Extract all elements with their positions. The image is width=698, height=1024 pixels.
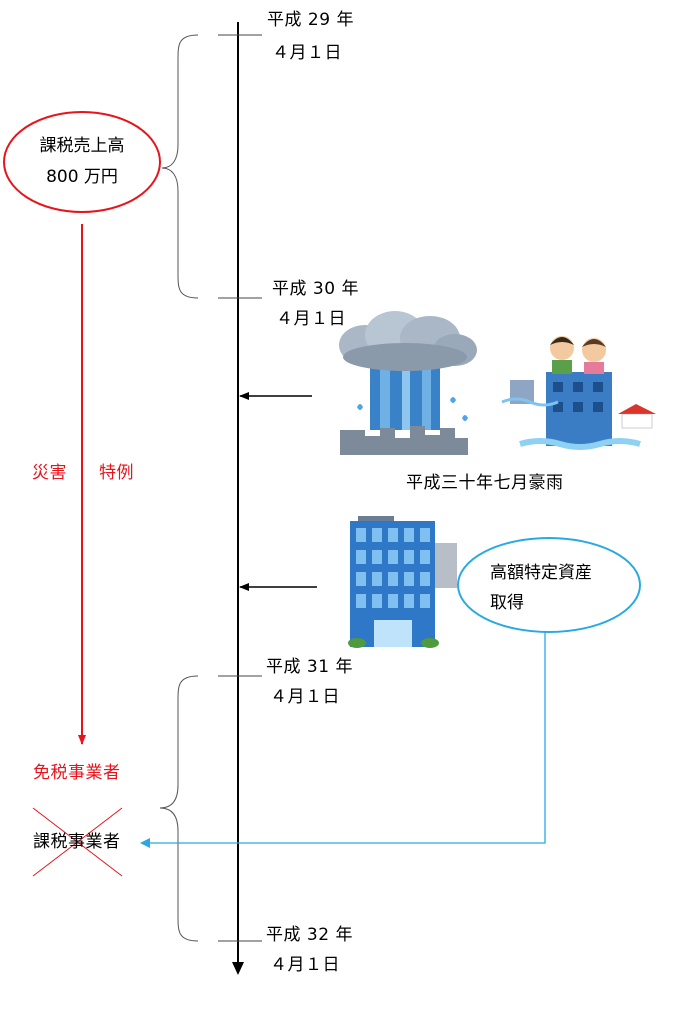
acquisition-label: 高額特定資産 bbox=[490, 563, 592, 583]
timeline-axis bbox=[232, 22, 244, 975]
company-building-icon bbox=[348, 516, 457, 648]
date-era-h29: 平成 29 年 bbox=[267, 10, 354, 30]
exempt-business-label: 免税事業者 bbox=[33, 763, 121, 783]
connector-arrowhead bbox=[140, 838, 150, 848]
taxable-business-label: 課税事業者 bbox=[33, 832, 121, 852]
sales-label: 課税売上高 bbox=[39, 136, 125, 156]
acquisition-suffix: 取得 bbox=[490, 593, 524, 613]
acquisition-oval bbox=[457, 537, 641, 633]
cross-out-mark bbox=[32, 807, 123, 877]
special-rule-disaster: 災害 bbox=[32, 463, 67, 483]
sales-oval-text: 課税売上高 800 万円 bbox=[12, 131, 152, 193]
timeline-ticks bbox=[218, 34, 262, 942]
date-era-h32: 平成 32 年 bbox=[266, 925, 353, 945]
special-rule-exception: 特例 bbox=[99, 463, 134, 483]
disaster-label: 平成三十年七月豪雨 bbox=[406, 473, 564, 493]
sales-oval bbox=[3, 111, 161, 213]
date-day-h29: ４月１日 bbox=[272, 43, 342, 63]
taxable-connector-arrow bbox=[150, 632, 546, 844]
sales-amount: 800 万円 bbox=[46, 167, 118, 187]
storm-cloud-icon bbox=[339, 311, 477, 455]
acquisition-oval-text: 高額特定資産 取得 bbox=[490, 558, 592, 618]
date-day-h30: ４月１日 bbox=[276, 309, 346, 329]
date-day-h32: ４月１日 bbox=[270, 955, 340, 975]
date-era-h30: 平成 30 年 bbox=[272, 279, 359, 299]
flooded-town-icon bbox=[501, 336, 656, 450]
date-era-h31: 平成 31 年 bbox=[266, 657, 353, 677]
period-brace-1 bbox=[161, 34, 199, 299]
date-day-h31: ４月１日 bbox=[270, 687, 340, 707]
period-brace-2 bbox=[159, 675, 199, 942]
